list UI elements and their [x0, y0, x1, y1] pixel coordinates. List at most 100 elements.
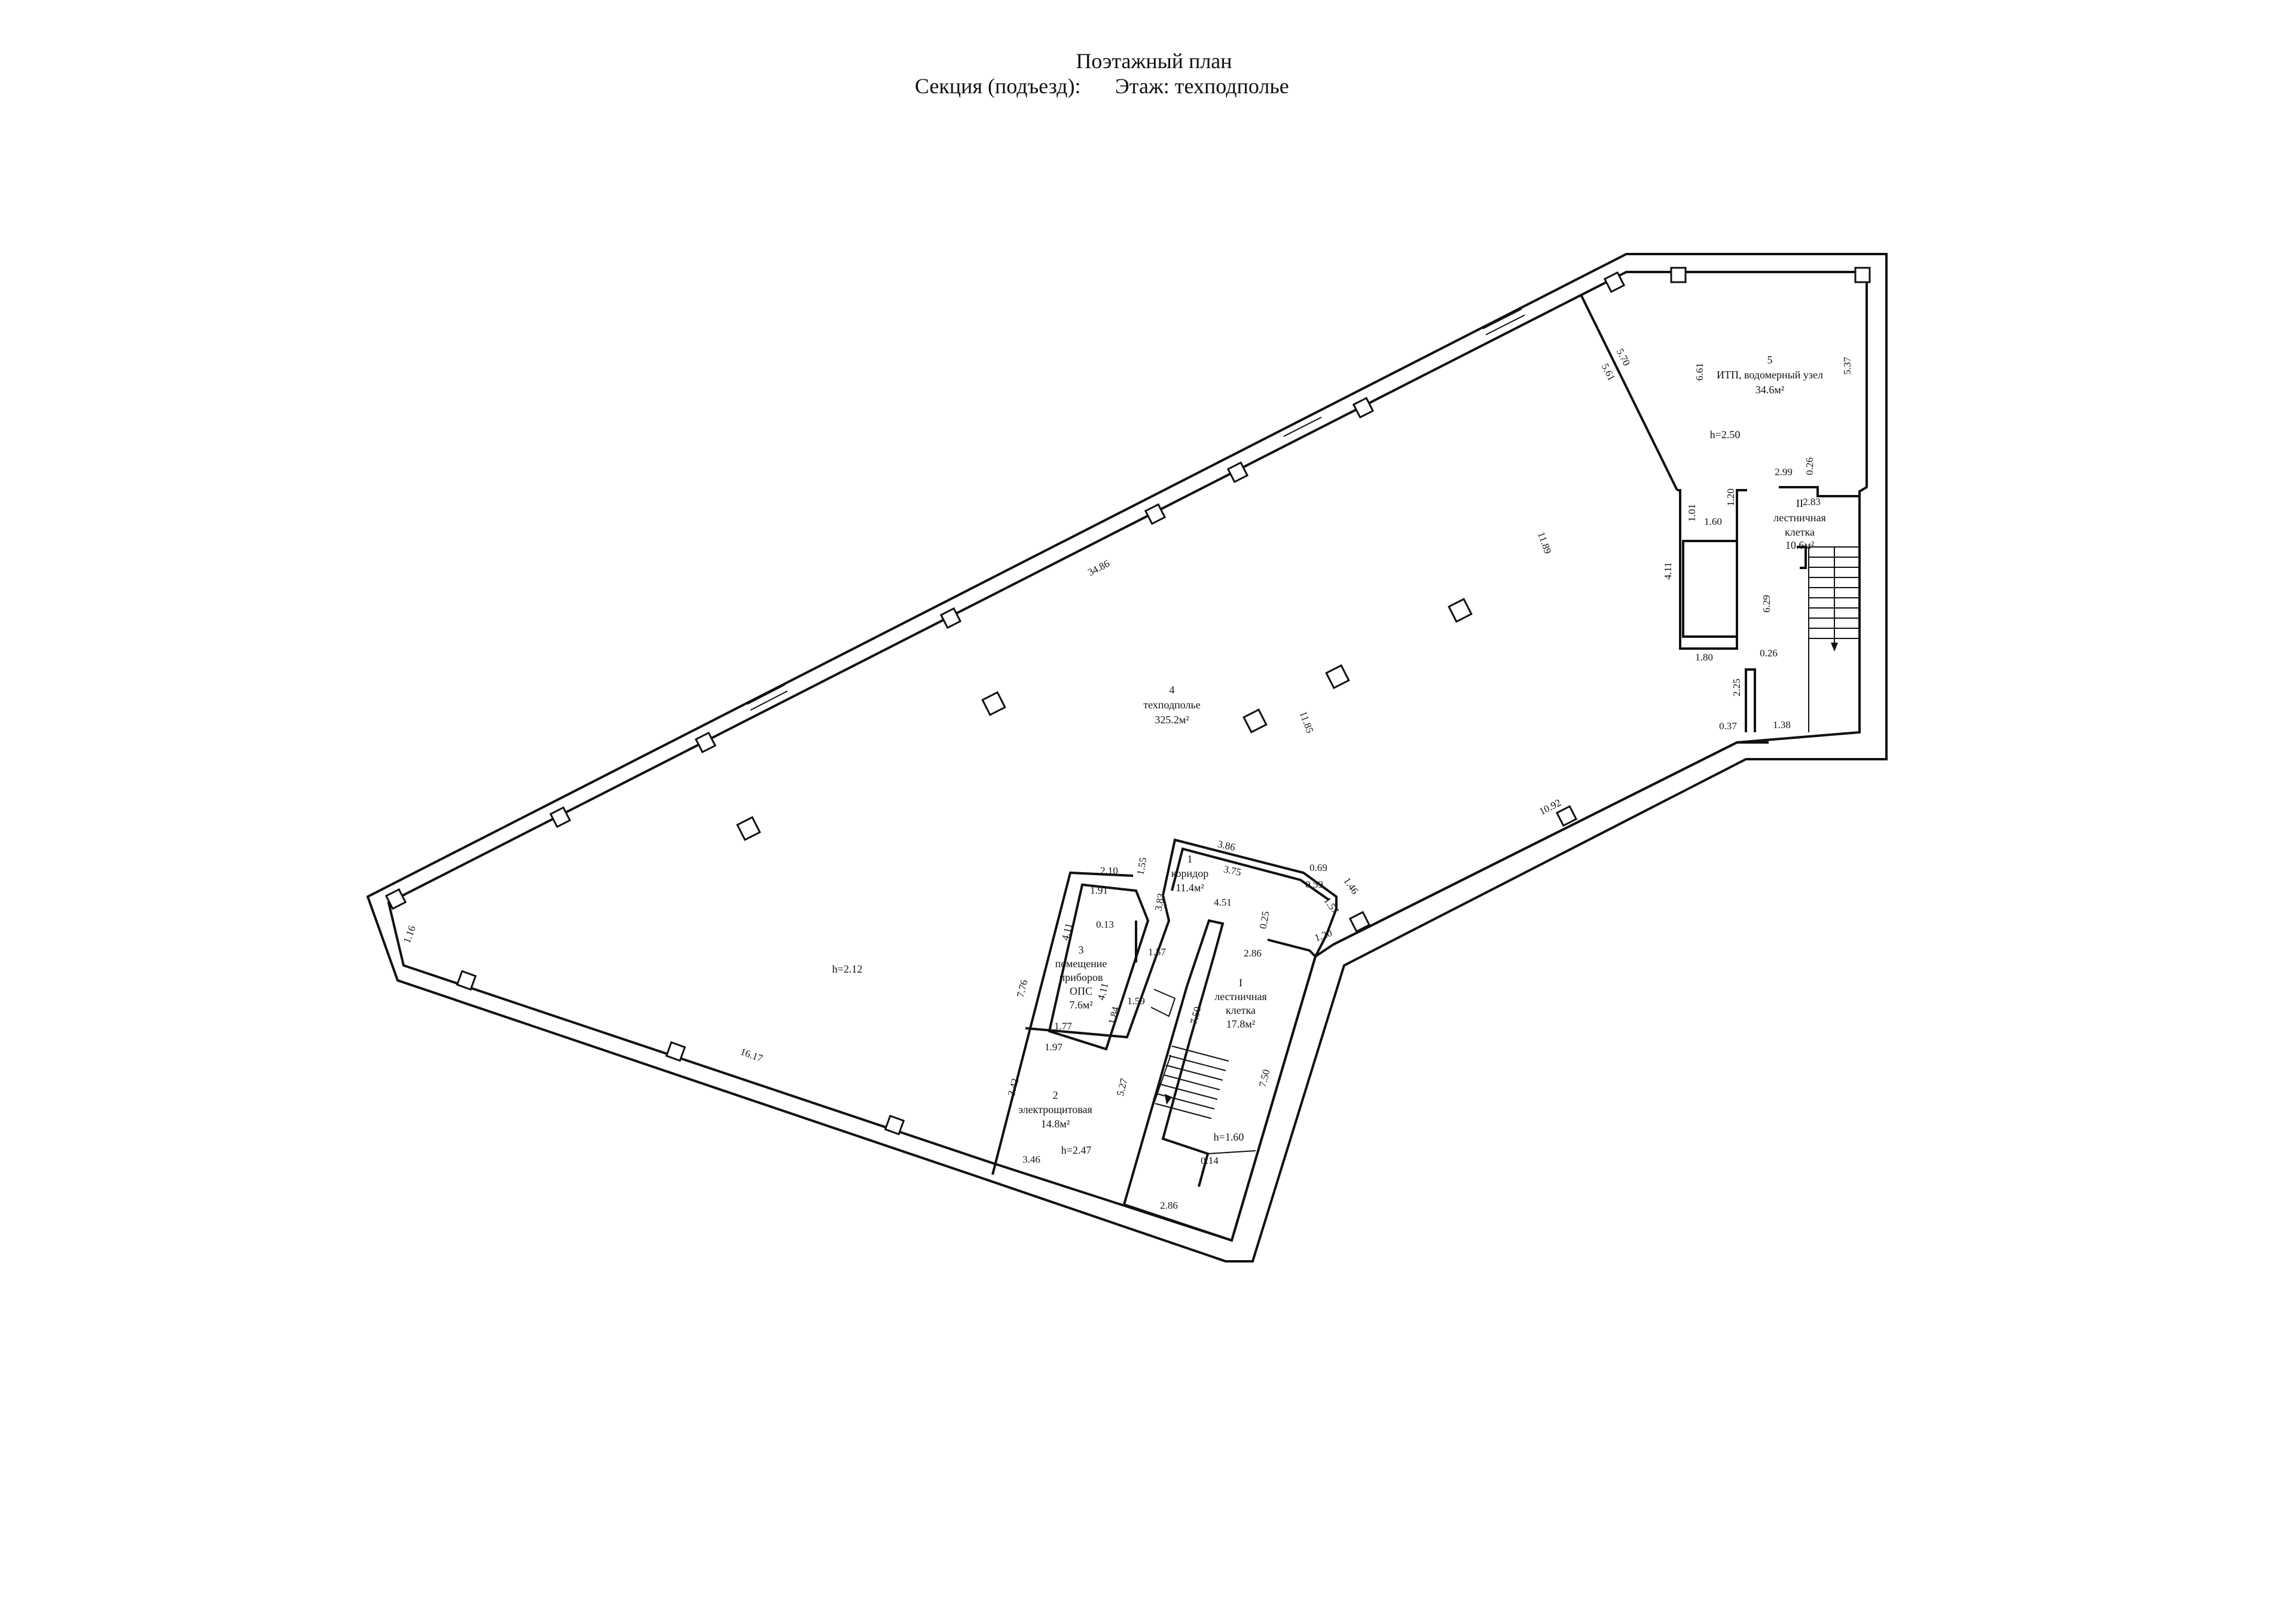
svg-text:3.42: 3.42	[1006, 1077, 1021, 1097]
stair1-inner-wall	[1161, 1040, 1210, 1187]
svg-text:17.8м²: 17.8м²	[1226, 1018, 1255, 1030]
svg-text:4.11: 4.11	[1662, 562, 1674, 579]
room-2-label: 2 электрощитовая 14.8м²	[1018, 1089, 1092, 1130]
svg-text:2.83: 2.83	[1803, 496, 1821, 508]
svg-text:11.85: 11.85	[1297, 710, 1316, 735]
svg-text:7.76: 7.76	[1015, 979, 1030, 998]
svg-text:электрощитовая: электрощитовая	[1018, 1104, 1092, 1115]
room-i-label: I лестничная клетка 17.8м²	[1214, 977, 1267, 1030]
svg-text:клетка: клетка	[1226, 1004, 1256, 1016]
svg-text:1.16: 1.16	[401, 924, 418, 944]
svg-text:2: 2	[1053, 1089, 1058, 1101]
svg-text:7.50: 7.50	[1257, 1068, 1272, 1088]
room-1-label: 1 коридор 11.4м²	[1171, 853, 1209, 894]
svg-text:11.89: 11.89	[1535, 530, 1554, 555]
svg-text:10.6м²: 10.6м²	[1785, 539, 1814, 551]
height-itp: h=2.50	[1710, 429, 1741, 441]
svg-text:325.2м²: 325.2м²	[1155, 714, 1189, 726]
svg-text:0.59: 0.59	[1305, 879, 1323, 890]
svg-text:5: 5	[1767, 354, 1773, 366]
svg-text:16.17: 16.17	[739, 1046, 765, 1064]
outer-wall-inner	[1333, 741, 1769, 946]
svg-text:2.25: 2.25	[1731, 678, 1742, 696]
svg-text:лестничная: лестничная	[1773, 512, 1826, 524]
room3-wall	[991, 871, 1134, 1175]
svg-text:коридор: коридор	[1171, 867, 1209, 879]
svg-text:1.60: 1.60	[1704, 516, 1722, 527]
svg-text:7.50: 7.50	[1188, 1005, 1204, 1025]
svg-text:1.01: 1.01	[1686, 504, 1697, 522]
svg-text:1.91: 1.91	[1090, 885, 1108, 896]
svg-text:0.25: 0.25	[1257, 910, 1272, 930]
corridor-door	[1150, 989, 1176, 1017]
svg-text:0.37: 0.37	[1719, 720, 1737, 732]
svg-text:1.84: 1.84	[1106, 1005, 1122, 1025]
svg-text:1.97: 1.97	[1045, 1041, 1062, 1053]
svg-text:3: 3	[1079, 944, 1084, 956]
svg-text:0.26: 0.26	[1760, 647, 1778, 659]
svg-text:2.86: 2.86	[1160, 1200, 1178, 1211]
svg-text:2.99: 2.99	[1775, 466, 1793, 478]
height-stair: h=1.60	[1214, 1131, 1244, 1143]
room-3-label: 3 помещение приборов ОПС 7.6м²	[1055, 944, 1107, 1011]
windows	[747, 308, 1525, 711]
itp-partition	[1580, 295, 1678, 491]
corridor-wall	[1162, 838, 1338, 957]
room-ii-label: II лестничная клетка 10.6м²	[1773, 497, 1826, 551]
svg-text:II: II	[1796, 497, 1803, 509]
svg-text:0.13: 0.13	[1096, 919, 1114, 930]
svg-text:0.69: 0.69	[1309, 862, 1327, 873]
svg-text:34.86: 34.86	[1086, 558, 1112, 578]
height-elec: h=2.47	[1061, 1144, 1092, 1156]
itp-lower-wall	[1677, 489, 1747, 650]
dimension-labels: 34.86 16.17 1.16 10.92 11.89 11.85 5.70 …	[401, 347, 1853, 1211]
stair-i	[1150, 1046, 1256, 1154]
svg-text:4.11: 4.11	[1060, 922, 1074, 942]
svg-text:7.6м²: 7.6м²	[1069, 999, 1092, 1011]
svg-text:2.86: 2.86	[1244, 947, 1262, 959]
svg-text:3.75: 3.75	[1223, 863, 1242, 878]
stair-ii	[1808, 546, 1860, 732]
room3-inner	[1048, 883, 1150, 1051]
svg-text:1.57: 1.57	[1148, 946, 1166, 958]
svg-text:1.55: 1.55	[1135, 857, 1149, 876]
svg-text:I: I	[1239, 977, 1242, 989]
svg-text:6.61: 6.61	[1694, 363, 1705, 381]
svg-text:34.6м²: 34.6м²	[1755, 384, 1784, 396]
svg-text:0.26: 0.26	[1804, 457, 1815, 475]
svg-text:1: 1	[1187, 853, 1193, 865]
svg-text:11.4м²: 11.4м²	[1176, 882, 1204, 894]
svg-text:5.70: 5.70	[1614, 347, 1632, 368]
svg-text:1.38: 1.38	[1773, 719, 1791, 730]
svg-text:1.20: 1.20	[1725, 488, 1736, 506]
svg-text:3.46: 3.46	[1022, 1154, 1040, 1165]
svg-text:1.80: 1.80	[1695, 652, 1713, 663]
corridor-wall-inner	[1171, 847, 1330, 901]
floor-label: Этаж: техподполье	[1115, 74, 1289, 98]
stair1-wall	[1122, 919, 1317, 1242]
itp-inner-block	[1682, 540, 1738, 638]
stair2-top-wall	[1779, 486, 1860, 497]
svg-text:техподполье: техподполье	[1143, 699, 1200, 711]
svg-text:1.77: 1.77	[1054, 1020, 1072, 1032]
columns	[384, 267, 1871, 1136]
svg-text:1.59: 1.59	[1127, 995, 1145, 1007]
svg-text:3.83: 3.83	[1153, 892, 1167, 912]
svg-text:6.29: 6.29	[1761, 595, 1772, 613]
room-5-label: 5 ИТП, водомерный узел 34.6м²	[1717, 354, 1823, 396]
svg-text:5.37: 5.37	[1842, 357, 1853, 375]
svg-text:1.20: 1.20	[1313, 927, 1333, 944]
svg-text:4.51: 4.51	[1214, 897, 1232, 908]
room-4-label: 4 техподполье 325.2м²	[1143, 684, 1200, 726]
svg-text:4: 4	[1170, 684, 1175, 696]
svg-text:клетка: клетка	[1785, 526, 1815, 538]
svg-text:лестничная: лестничная	[1214, 991, 1267, 1002]
inner-boundary	[387, 271, 1868, 1242]
page-title: Поэтажный план	[1076, 49, 1232, 73]
stair2-wall	[1797, 546, 1807, 569]
svg-text:помещение: помещение	[1055, 958, 1107, 970]
room2-wall	[1025, 895, 1171, 1039]
svg-text:0.14: 0.14	[1201, 1155, 1219, 1166]
outer-wall-outer	[366, 253, 1888, 1263]
